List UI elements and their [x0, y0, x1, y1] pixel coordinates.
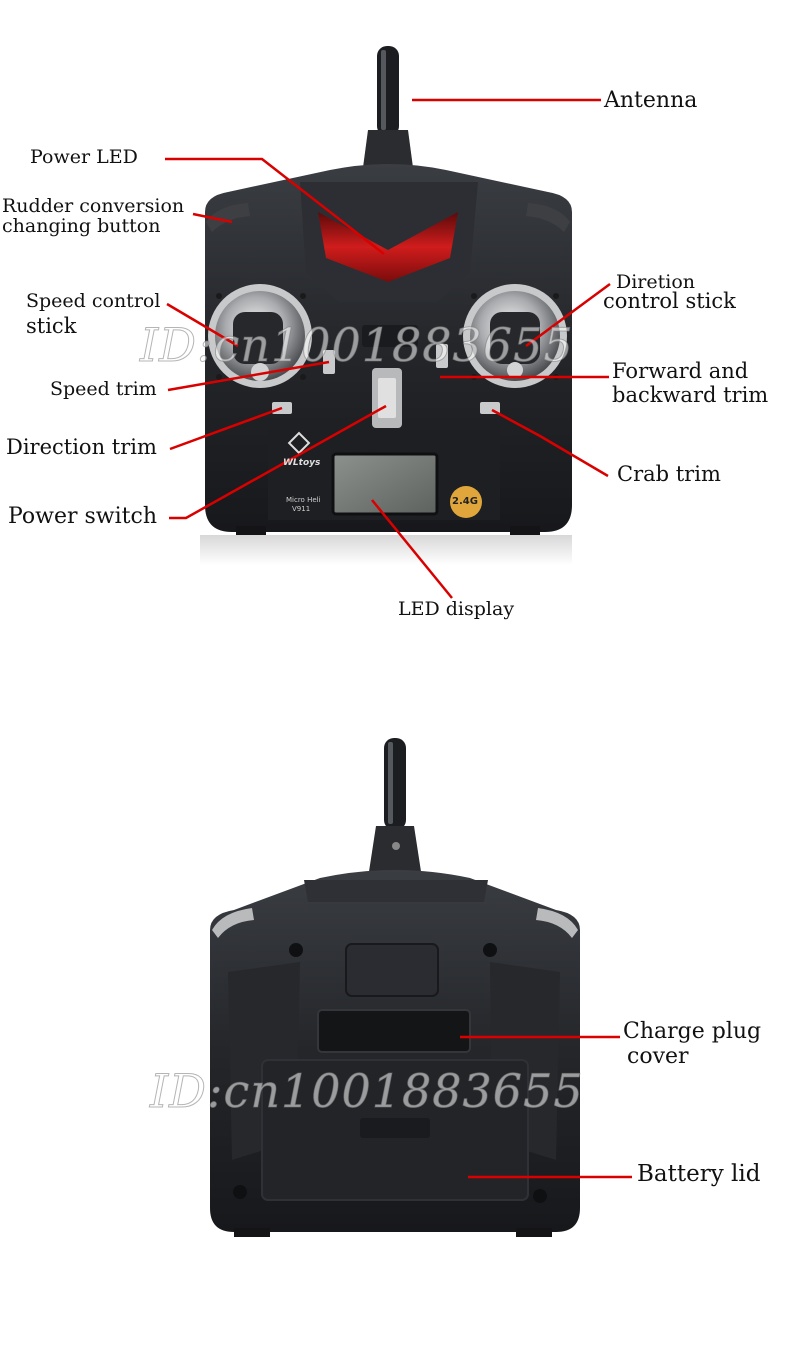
- label-dir-stick-1: Diretion: [616, 271, 696, 293]
- leader-speed-trim: [167, 360, 330, 392]
- label-fwd-trim-2: backward trim: [612, 383, 769, 407]
- power-led-window: [318, 212, 458, 282]
- leader-rudder: [192, 212, 233, 224]
- label-charge-2: cover: [627, 1044, 689, 1069]
- leader-speed-stick: [166, 302, 239, 348]
- front-watermark: ID:cn1001883655: [140, 318, 574, 373]
- leader-power-switch: [169, 404, 387, 520]
- back-right-shoulder: [536, 908, 578, 938]
- label-antenna: Antenna: [604, 88, 698, 113]
- back-left-shoulder: [212, 908, 254, 938]
- label-power-led: Power LED: [30, 146, 138, 168]
- leader-dir-stick: [525, 282, 611, 348]
- rudder-button: [206, 203, 250, 232]
- label-dir-stick-2: control stick: [603, 289, 736, 313]
- leader-power-led: [165, 157, 385, 255]
- center-ridge: [300, 182, 478, 302]
- front-shadow: [200, 535, 572, 565]
- back-antenna: [368, 738, 422, 878]
- lcd-screen: [331, 452, 439, 516]
- label-direction-trim: Direction trim: [6, 435, 157, 459]
- charge-plug-cover: [317, 1009, 471, 1053]
- label-rudder-1: Rudder conversion: [2, 195, 185, 217]
- model-text-2: V911: [292, 505, 311, 513]
- label-battery-lid: Battery lid: [637, 1161, 761, 1187]
- label-charge-1: Charge plug: [623, 1019, 762, 1044]
- label-power-switch: Power switch: [8, 504, 158, 529]
- leader-led-display: [371, 499, 453, 599]
- label-speed-trim: Speed trim: [50, 378, 157, 400]
- label-crab-trim: Crab trim: [617, 462, 721, 486]
- label-fwd-trim-1: Forward and: [612, 359, 749, 383]
- right-shoulder-button: [526, 203, 570, 232]
- label-rudder-2: changing button: [2, 215, 161, 237]
- back-watermark: ID:cn1001883655: [150, 1064, 584, 1119]
- leader-lines: [165, 98, 632, 1179]
- brand-text: WLtoys: [283, 458, 321, 468]
- front-antenna: [362, 46, 414, 175]
- label-led-display: LED display: [398, 598, 515, 620]
- leader-direction-trim: [169, 406, 283, 451]
- badge-text: 2.4G: [452, 496, 478, 507]
- speed-control-stick-gimbal: [208, 284, 312, 388]
- leader-crab-trim: [491, 408, 609, 478]
- direction-control-stick-gimbal: [463, 284, 567, 388]
- model-text-1: Micro Heli: [286, 496, 321, 504]
- label-speed-stick-1: Speed control: [26, 290, 161, 312]
- forward-backward-trim-switch: [436, 344, 448, 368]
- label-speed-stick-2: stick: [26, 314, 77, 338]
